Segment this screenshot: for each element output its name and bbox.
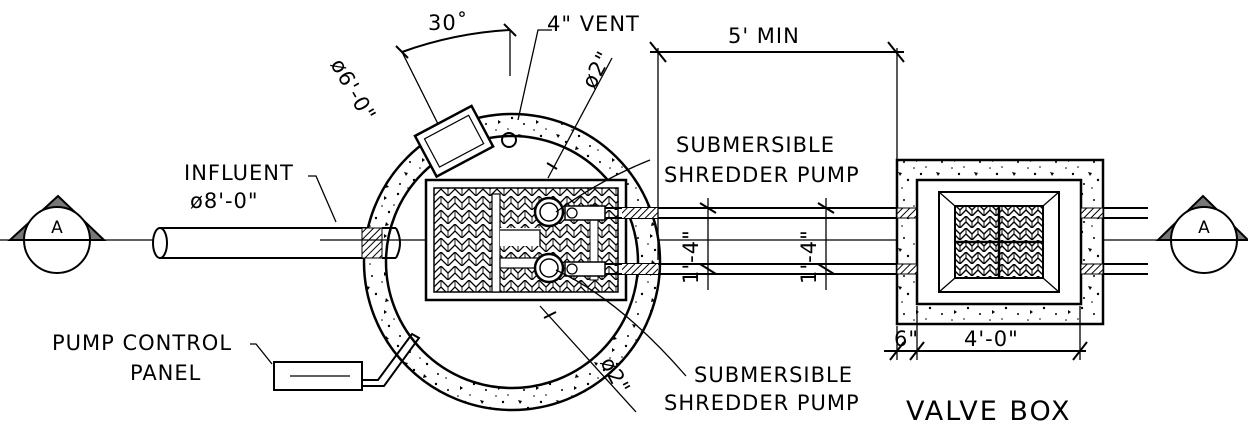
access-hatch (413, 104, 495, 179)
pump-top-callout: SUBMERSIBLE SHREDDER PUMP (555, 133, 860, 213)
valve-box (895, 158, 1105, 326)
section-marker-left: A (7, 194, 107, 274)
wetwell-diameter-label: ø6'-0" (326, 55, 381, 126)
vent-leader: 4" VENT (517, 12, 640, 121)
pump-top (533, 196, 606, 228)
angle-dimension: 30˚ (395, 11, 517, 125)
section-label-left: A (51, 218, 63, 238)
section-marker-right: A (1155, 194, 1248, 274)
pipe-spacing-1-label: 1'-4" (679, 229, 703, 284)
valve-box-title: VALVE BOX (906, 396, 1071, 427)
vent-label: 4" VENT (547, 12, 640, 36)
angle-label: 30˚ (428, 11, 468, 35)
valve-box-dimensions: 6" 4'-0" (884, 306, 1088, 361)
wall-thickness-label: 6" (894, 327, 919, 351)
pump-bottom-label-2: SHREDDER PUMP (664, 391, 860, 415)
vent-pipe (501, 132, 517, 148)
min-distance-label: 5' MIN (728, 24, 800, 48)
pipe-spacing-2-label: 1'-4" (797, 229, 821, 284)
influent-callout: INFLUENT ø8'-0" (184, 161, 337, 223)
influent-label-1: INFLUENT (184, 161, 294, 185)
pump-bottom-callout: SUBMERSIBLE SHREDDER PUMP (555, 269, 860, 415)
pump-top-label-1: SUBMERSIBLE (676, 133, 835, 157)
control-panel-label-2: PANEL (130, 361, 201, 385)
pump-basin (424, 178, 628, 302)
pump-control-panel (273, 332, 421, 391)
valve-box-width-label: 4'-0" (964, 327, 1019, 351)
pump-top-label-2: SHREDDER PUMP (664, 163, 860, 187)
control-panel-label-1: PUMP CONTROL (52, 331, 232, 355)
pump-bottom (533, 252, 606, 284)
influent-label-2: ø8'-0" (190, 189, 259, 213)
min-distance-dimension: 5' MIN (649, 24, 905, 260)
section-label-right: A (1198, 218, 1210, 238)
pipe-spacing-dimensions: 1'-4" 1'-4" (679, 198, 835, 290)
pump-bottom-label-1: SUBMERSIBLE (694, 363, 853, 387)
control-panel-callout: PUMP CONTROL PANEL (52, 331, 273, 385)
pipe-dia-top-label: ø2" (577, 47, 616, 93)
